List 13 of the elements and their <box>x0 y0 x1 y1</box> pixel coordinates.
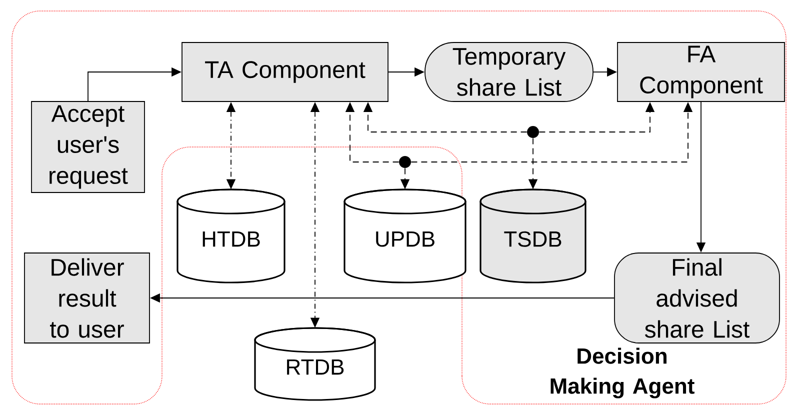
process-box: Accept user's request <box>31 101 145 193</box>
database-cylinder: UPDB <box>344 188 466 284</box>
database-cylinder: RTDB <box>254 327 376 401</box>
process-box: FA Component <box>617 42 785 102</box>
database-cylinder: TSDB <box>480 188 586 284</box>
junction-dot <box>527 126 539 138</box>
junction-dot <box>399 156 411 168</box>
process-box: Deliver result to user <box>24 252 150 344</box>
agent-label: Decision Making Agent <box>550 348 694 398</box>
process-box: TA Component <box>182 42 388 102</box>
data-terminal: Final advised share List <box>614 252 780 344</box>
data-terminal: Temporary share List <box>424 42 594 102</box>
database-cylinder: HTDB <box>176 188 286 284</box>
